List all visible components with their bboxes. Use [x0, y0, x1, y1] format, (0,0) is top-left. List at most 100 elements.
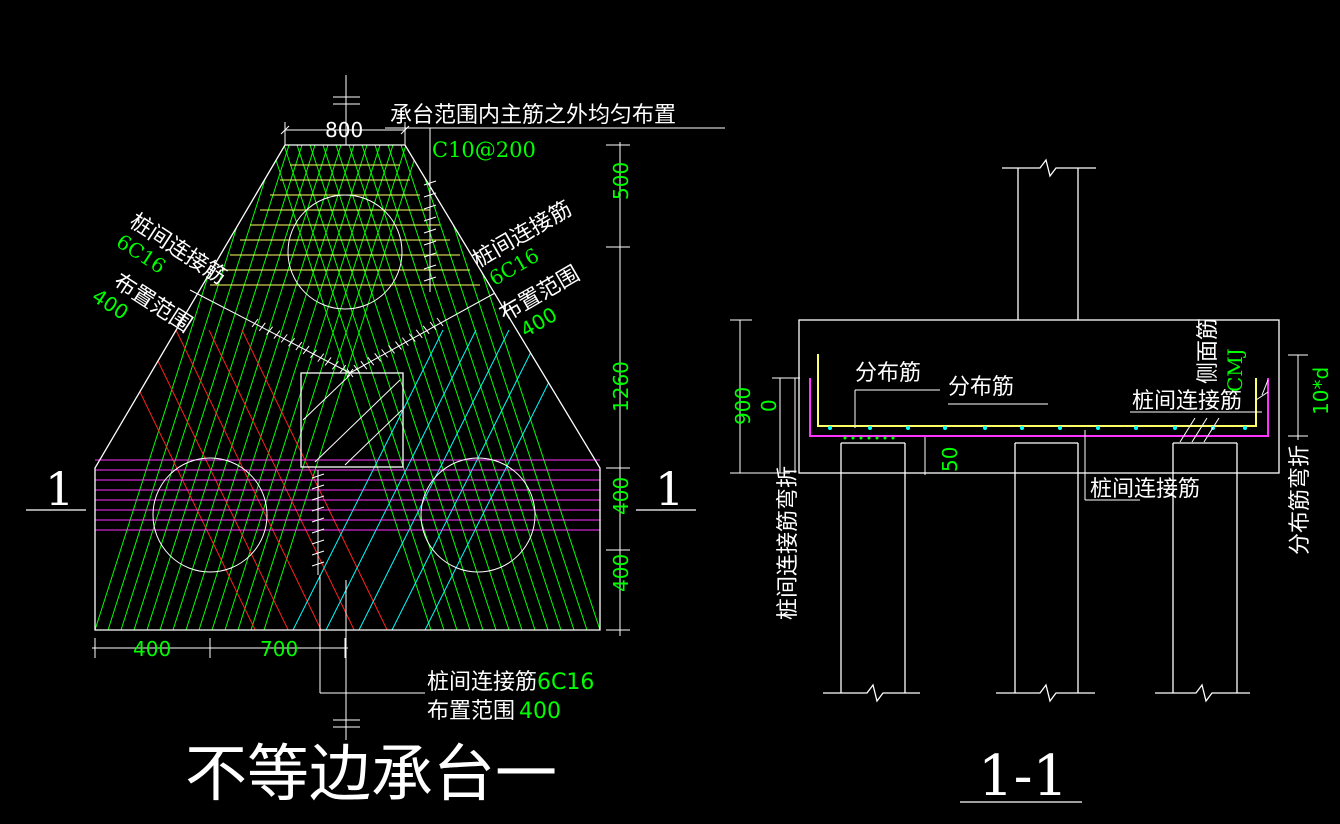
- cyan-rebar-line: [386, 329, 543, 630]
- green-rebar-line: [185, 145, 342, 630]
- link-tick: [331, 361, 339, 370]
- link-tick: [311, 550, 325, 556]
- section-rebar-dots: [828, 426, 1247, 440]
- link-bar-label-2: 桩间连接筋: [1090, 477, 1200, 502]
- link-tick: [395, 341, 402, 350]
- link-tick: [317, 353, 325, 362]
- rebar-dot: [1243, 426, 1247, 430]
- rebar-dot: [843, 436, 847, 440]
- cyan-rebar-line: [320, 329, 477, 630]
- section-yellow-rebar: [817, 354, 1257, 427]
- link-tick: [401, 337, 409, 346]
- plan-title: 不等边承台一: [185, 737, 557, 810]
- link-tick: [324, 357, 332, 366]
- rebar-dot: [851, 436, 855, 440]
- link-tick: [423, 192, 437, 198]
- green-rebar-line: [400, 145, 562, 630]
- link-tick: [360, 360, 368, 370]
- green-rebar-line: [387, 145, 549, 630]
- note-top-text: 承台范围内主筋之外均匀布置: [390, 103, 676, 128]
- green-rebar-line: [270, 145, 432, 630]
- dim-bottom-700: 700: [260, 637, 298, 661]
- link-tick: [280, 334, 288, 343]
- rebar-dot: [1096, 426, 1100, 430]
- link-bend-label: 桩间连接筋弯折: [776, 466, 801, 620]
- link-tick: [423, 240, 437, 246]
- green-rebar-mesh: [95, 145, 600, 630]
- rebar-dot: [983, 426, 987, 430]
- green-rebar-line: [413, 145, 575, 630]
- link-tick: [436, 317, 444, 327]
- link-tick: [423, 264, 437, 270]
- cyan-rebar-line: [353, 329, 510, 630]
- red-rebar-line: [208, 329, 360, 630]
- pile-circle-top: [287, 194, 403, 310]
- section-cap-outline: [798, 319, 1280, 474]
- rebar-dot: [1173, 426, 1177, 430]
- green-rebar-line: [224, 145, 381, 630]
- link-tick: [423, 228, 437, 234]
- green-rebar-line: [198, 145, 355, 630]
- link-tick: [311, 473, 325, 479]
- rebar-dot: [1058, 426, 1062, 430]
- green-rebar-line: [283, 145, 445, 630]
- dim-bottom-lines: [92, 638, 348, 658]
- link-tick: [311, 517, 325, 523]
- dim-height-label: 900: [731, 387, 755, 425]
- section-view: 分布筋 分布筋 桩间连接筋 桩间连接筋 侧面筋 CMJ 桩间连接筋弯折 分布筋弯…: [730, 158, 1333, 809]
- rebar-dot: [828, 426, 832, 430]
- link-tick: [311, 484, 325, 490]
- dim-top-lines: [280, 122, 725, 180]
- red-rebar-group: [109, 329, 393, 630]
- green-rebar-line: [172, 145, 329, 630]
- link-tick: [429, 321, 437, 331]
- rebar-dot: [867, 436, 871, 440]
- dist-bar-label-2: 分布筋: [948, 375, 1014, 400]
- dist-bend-label: 分布筋弯折: [1288, 445, 1313, 555]
- rebar-dot: [883, 436, 887, 440]
- link-tick: [415, 329, 423, 339]
- left-range-note: 布置范围 400: [88, 269, 196, 338]
- dim-right-400b: 400: [609, 554, 633, 592]
- pile-cap-plan: 1 1 800 承台范围内主筋之外均匀布置 C10@200 500 1260 4…: [26, 75, 725, 810]
- link-tick: [273, 330, 281, 339]
- green-rebar-line: [348, 145, 510, 630]
- green-rebar-line: [237, 145, 394, 630]
- green-rebar-line: [335, 145, 497, 630]
- link-tick: [266, 326, 274, 335]
- link-tick: [423, 204, 437, 210]
- green-rebar-line: [133, 145, 290, 630]
- green-rebar-line: [120, 145, 277, 630]
- link-tick: [311, 539, 325, 545]
- green-rebar-line: [146, 145, 303, 630]
- link-tick: [339, 364, 347, 374]
- rebar-dot: [859, 436, 863, 440]
- link-tick: [302, 345, 310, 355]
- section-mark-left: 1: [45, 462, 74, 516]
- link-tick: [311, 506, 325, 512]
- link-tick: [288, 337, 295, 347]
- section-title: 1-1: [978, 744, 1068, 809]
- bottom-link-label: 桩间连接筋6C16: [427, 670, 594, 695]
- note-top-spec: C10@200: [432, 138, 536, 162]
- section-piles: [823, 442, 1250, 703]
- pile-circle-right: [420, 457, 536, 573]
- red-rebar-line: [142, 329, 294, 630]
- link-tick: [388, 345, 395, 354]
- rebar-dot: [1134, 426, 1138, 430]
- side-bar-spec: CMJ: [1223, 348, 1247, 392]
- dim-right-500: 500: [609, 162, 633, 200]
- axis-lines: [189, 75, 496, 740]
- rebar-dot: [1020, 426, 1024, 430]
- dim-right-400a: 400: [609, 477, 633, 515]
- green-rebar-line: [159, 145, 316, 630]
- column-outline: [300, 372, 404, 468]
- red-rebar-line: [241, 329, 393, 630]
- link-tick: [258, 322, 266, 332]
- dim-cover-label: 50: [938, 447, 962, 472]
- rebar-dot: [891, 436, 895, 440]
- link-tick: [251, 318, 259, 328]
- dim-right-1260: 1260: [609, 361, 633, 412]
